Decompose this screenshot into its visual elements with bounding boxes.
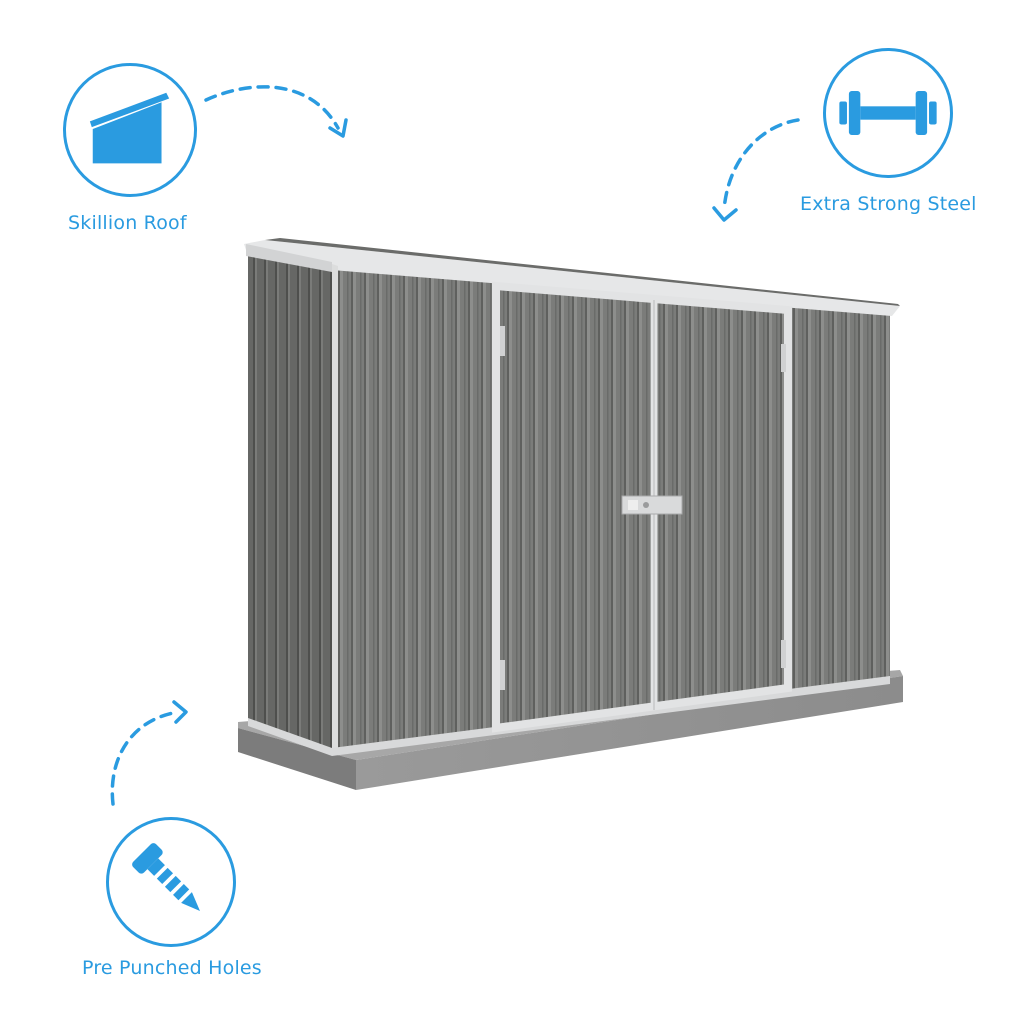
shed-side-wall xyxy=(248,252,332,752)
skillion-roof-icon xyxy=(89,92,170,164)
screw-icon xyxy=(132,843,201,912)
pre-punched-holes-badge xyxy=(106,817,236,947)
dashed-arrow-icon xyxy=(204,85,348,138)
feature-label: Pre Punched Holes xyxy=(82,957,262,979)
shed-roof-trim xyxy=(244,238,900,316)
dashed-arrow-icon xyxy=(712,118,800,222)
extra-strong-steel-badge xyxy=(823,48,953,178)
feature-label: Extra Strong Steel xyxy=(800,193,977,215)
skillion-roof-badge xyxy=(63,63,197,197)
dashed-arrow-icon xyxy=(110,700,188,806)
shed-double-door xyxy=(492,281,792,733)
shed-front-wall xyxy=(332,266,890,752)
feature-label: Skillion Roof xyxy=(68,212,187,234)
dumbbell-icon xyxy=(839,91,937,135)
